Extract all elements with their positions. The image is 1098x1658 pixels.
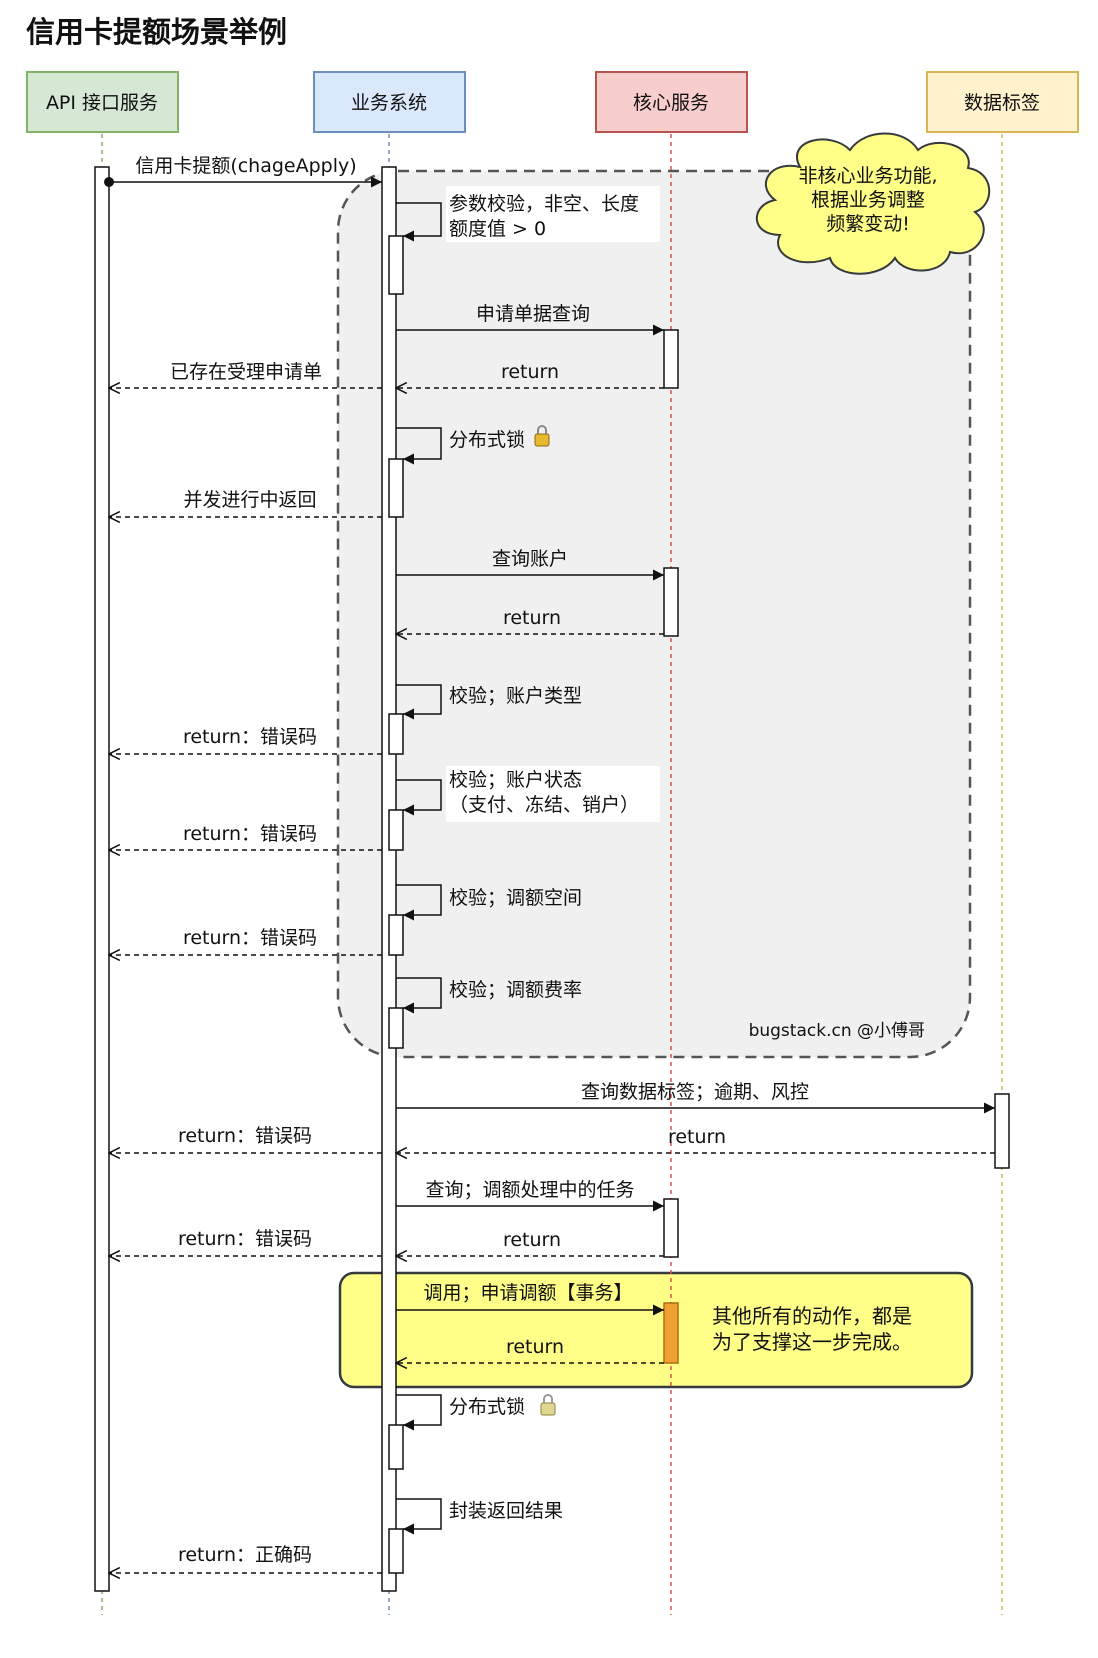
- activation-api: [94, 166, 110, 1592]
- activation-core-order: [663, 329, 679, 389]
- lock-icon: [540, 1394, 556, 1416]
- activation-biz-pack: [388, 1528, 404, 1574]
- participant-tag-label: 数据标签: [964, 92, 1040, 114]
- participant-biz: 业务系统: [313, 71, 466, 133]
- msg-existing-label: 已存在受理申请单: [170, 361, 322, 383]
- msg-err-task-label: return：错误码: [178, 1228, 312, 1250]
- self-rate-label: 校验；调额费率: [449, 979, 582, 1001]
- self-param-arrow: [396, 202, 442, 242]
- msg-start-label: 信用卡提额(chageApply): [135, 155, 356, 177]
- activation-core-apply: [663, 1302, 679, 1364]
- msg-err-type-label: return：错误码: [183, 726, 317, 748]
- highlight-note-line-1: 其他所有的动作，都是: [712, 1304, 912, 1328]
- activation-biz-param: [388, 235, 404, 295]
- msg-call-apply-label: 调用；申请调额【事务】: [423, 1282, 632, 1304]
- activation-tag: [994, 1093, 1010, 1169]
- cloud-line-1: 非核心业务功能,: [798, 165, 937, 187]
- msg-err-status-label: return：错误码: [183, 823, 317, 845]
- self-type-label: 校验；账户类型: [449, 685, 582, 707]
- msg-concurrent-label: 并发进行中返回: [183, 489, 316, 511]
- activation-biz-space: [388, 914, 404, 956]
- participant-api: API 接口服务: [26, 71, 179, 133]
- note-cloud: 非核心业务功能, 根据业务调整 频繁变动!: [755, 132, 991, 275]
- self-lock1-label: 分布式锁: [449, 429, 525, 451]
- activation-biz-main: [381, 166, 397, 1592]
- self-param-line-2: 额度值 > 0: [449, 218, 546, 240]
- self-space-label: 校验；调额空间: [449, 887, 582, 909]
- activation-biz-rate: [388, 1007, 404, 1049]
- activation-biz-status: [388, 809, 404, 851]
- participant-tag: 数据标签: [926, 71, 1079, 133]
- msg-return-order-label: return: [501, 361, 559, 383]
- msg-ok-label: return：正确码: [178, 1544, 312, 1566]
- msg-err-space-label: return：错误码: [183, 927, 317, 949]
- diagram-title: 信用卡提额场景举例: [26, 15, 287, 49]
- self-lock2-arrow: [396, 1394, 442, 1431]
- cloud-line-2: 根据业务调整: [811, 189, 925, 211]
- self-status-line-2: （支付、冻结、销户）: [449, 794, 639, 816]
- msg-err-tag-label: return：错误码: [178, 1125, 312, 1147]
- msg-return-account-label: return: [503, 607, 561, 629]
- participant-core: 核心服务: [595, 71, 748, 133]
- msg-return-tag-label: return: [668, 1126, 726, 1148]
- msg-query-account-label: 查询账户: [492, 548, 568, 570]
- self-status-label-bg: [446, 766, 660, 822]
- lock-icon: [534, 425, 550, 447]
- msg-return-apply-label: return: [506, 1336, 564, 1358]
- self-type-arrow: [396, 684, 442, 720]
- self-pack-arrow: [396, 1498, 442, 1535]
- self-rate-arrow: [396, 977, 442, 1014]
- cloud-line-3: 频繁变动!: [826, 213, 910, 235]
- msg-return-task-label: return: [503, 1229, 561, 1251]
- activation-biz-type: [388, 713, 404, 755]
- self-status-line-1: 校验；账户状态: [449, 769, 582, 791]
- core-transaction-group: [338, 1271, 974, 1389]
- self-pack-label: 封装返回结果: [449, 1500, 563, 1522]
- activation-biz-lock1: [388, 458, 404, 518]
- non-core-group: [336, 169, 972, 1059]
- msg-query-task-label: 查询；调额处理中的任务: [425, 1179, 634, 1201]
- self-param-label-bg: [446, 186, 660, 242]
- self-lock2-label: 分布式锁: [449, 1396, 525, 1418]
- self-space-arrow: [396, 884, 442, 921]
- participant-biz-label: 业务系统: [351, 92, 427, 114]
- highlight-note-line-2: 为了支撑这一步完成。: [712, 1330, 912, 1354]
- activation-biz-lock2: [388, 1424, 404, 1470]
- self-lock1-arrow: [396, 427, 442, 465]
- activation-core-task: [663, 1198, 679, 1258]
- self-status-arrow: [396, 779, 442, 816]
- msg-query-tag-label: 查询数据标签；逾期、风控: [581, 1081, 809, 1103]
- participant-api-label: API 接口服务: [46, 92, 158, 114]
- msg-query-order-label: 申请单据查询: [476, 303, 590, 325]
- self-param-line-1: 参数校验，非空、长度: [449, 193, 639, 215]
- watermark: bugstack.cn @小傅哥: [749, 1021, 925, 1041]
- activation-core-account: [663, 567, 679, 637]
- participant-core-label: 核心服务: [633, 92, 709, 114]
